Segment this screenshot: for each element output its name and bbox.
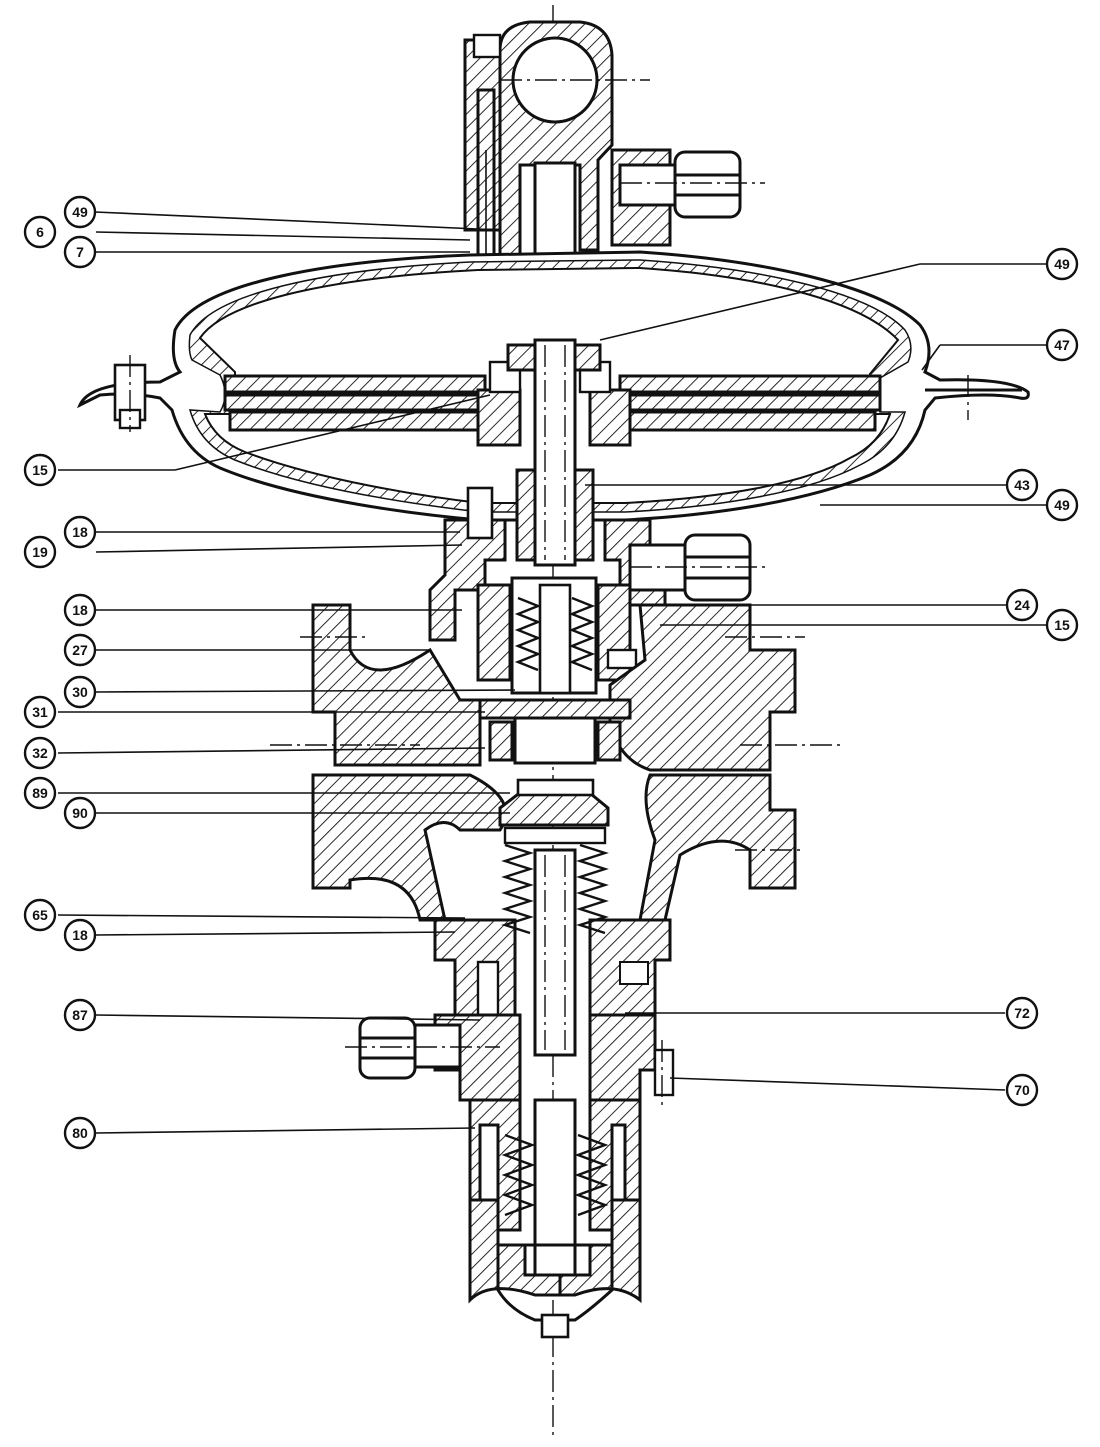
svg-text:90: 90 — [72, 805, 88, 821]
svg-text:89: 89 — [32, 785, 48, 801]
callout-15-left: 15 — [23, 453, 57, 487]
svg-text:72: 72 — [1014, 1005, 1030, 1021]
callout-49-top: 49 — [63, 195, 97, 229]
callout-80: 80 — [63, 1116, 97, 1150]
callout-18-b: 18 — [63, 593, 97, 627]
svg-text:18: 18 — [72, 927, 88, 943]
svg-text:43: 43 — [1014, 477, 1030, 493]
svg-text:19: 19 — [32, 544, 48, 560]
svg-text:49: 49 — [1054, 497, 1070, 513]
callout-24: 24 — [1005, 588, 1039, 622]
lower-fitting-hex — [358, 1016, 417, 1080]
callout-47: 47 — [1045, 328, 1079, 362]
svg-text:70: 70 — [1014, 1082, 1030, 1098]
callout-19: 19 — [23, 535, 57, 569]
svg-text:15: 15 — [32, 462, 48, 478]
callout-27: 27 — [63, 633, 97, 667]
svg-text:24: 24 — [1014, 597, 1030, 613]
callout-49-right-top: 49 — [1045, 247, 1079, 281]
callout-43: 43 — [1005, 468, 1039, 502]
callout-18-c: 18 — [63, 918, 97, 952]
svg-text:27: 27 — [72, 642, 88, 658]
callout-49-right-mid: 49 — [1045, 488, 1079, 522]
svg-text:87: 87 — [72, 1007, 88, 1023]
callout-70: 70 — [1005, 1073, 1039, 1107]
svg-text:65: 65 — [32, 907, 48, 923]
svg-text:15: 15 — [1054, 617, 1070, 633]
central-stem — [506, 338, 602, 567]
callout-15-right: 15 — [1045, 608, 1079, 642]
callout-31: 31 — [23, 695, 57, 729]
svg-text:49: 49 — [1054, 256, 1070, 272]
svg-text:30: 30 — [72, 684, 88, 700]
valve-seat — [513, 716, 597, 765]
callout-7: 7 — [63, 235, 97, 269]
leader-lines — [57, 211, 1046, 1134]
callout-30: 30 — [63, 675, 97, 709]
top-fitting-hex — [673, 150, 742, 219]
valve-body — [270, 486, 845, 922]
callout-65: 65 — [23, 898, 57, 932]
svg-text:18: 18 — [72, 602, 88, 618]
svg-text:31: 31 — [32, 704, 48, 720]
svg-text:49: 49 — [72, 204, 88, 220]
callout-32: 32 — [23, 736, 57, 770]
callout-90: 90 — [63, 796, 97, 830]
bottom-cap — [468, 1098, 642, 1339]
lower-spring-chamber — [345, 826, 675, 1105]
svg-text:32: 32 — [32, 745, 48, 761]
callout-89: 89 — [23, 776, 57, 810]
svg-text:6: 6 — [36, 224, 44, 240]
callout-72: 72 — [1005, 996, 1039, 1030]
svg-text:18: 18 — [72, 524, 88, 540]
callout-6: 6 — [23, 215, 57, 249]
callout-87: 87 — [63, 998, 97, 1032]
callout-18-a: 18 — [63, 515, 97, 549]
top-fitting-nut — [618, 163, 677, 207]
svg-text:80: 80 — [72, 1125, 88, 1141]
svg-text:7: 7 — [76, 244, 84, 260]
svg-text:47: 47 — [1054, 337, 1070, 353]
